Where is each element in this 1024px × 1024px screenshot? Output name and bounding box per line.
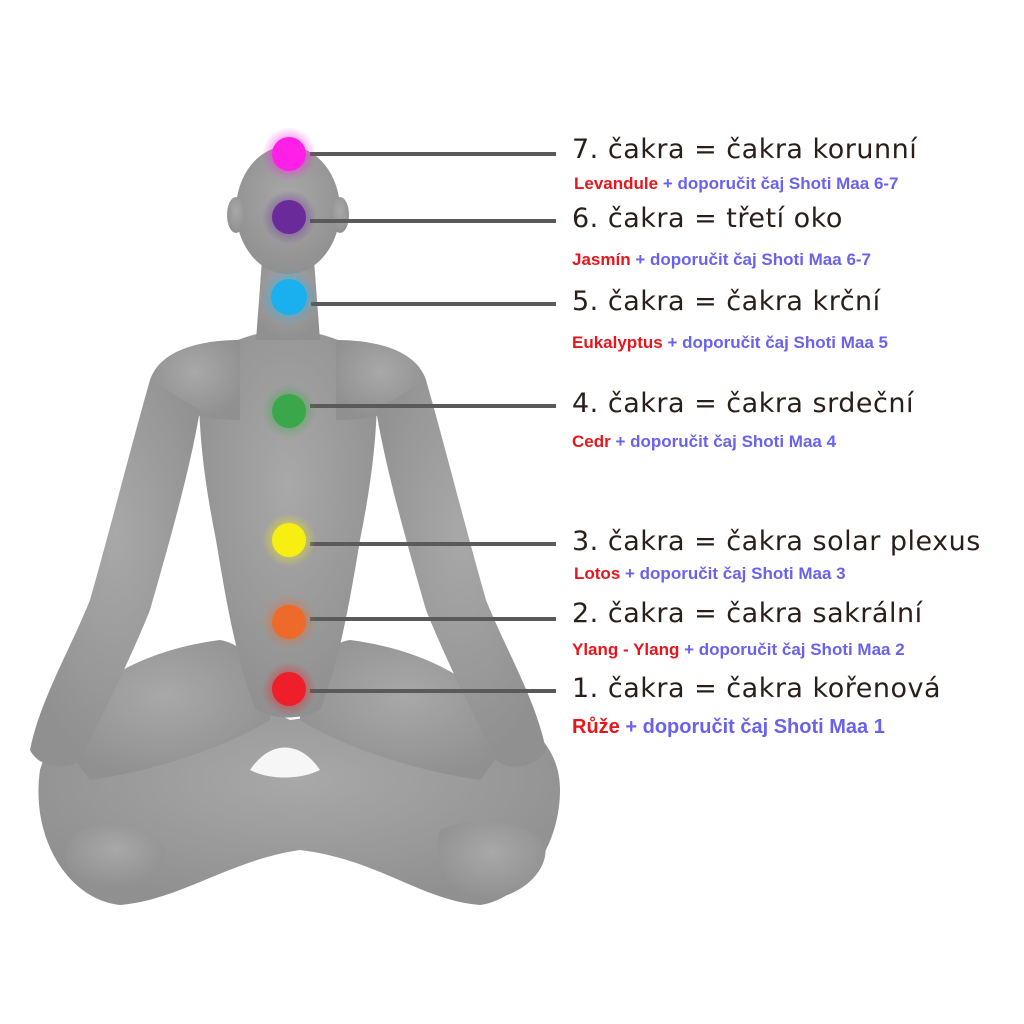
chakra-5-subtitle: Eukalyptus + doporučit čaj Shoti Maa 5 — [572, 333, 888, 353]
chakra-3-title: 3. čakra = čakra solar plexus — [572, 526, 981, 557]
chakra-1-subtitle: Růže + doporučit čaj Shoti Maa 1 — [572, 716, 885, 739]
connector-lines — [310, 152, 556, 693]
chakra-7-subtitle: Levandule + doporučit čaj Shoti Maa 6-7 — [574, 174, 899, 194]
chakra-3-dot — [272, 523, 306, 557]
chakra-6-subtitle: Jasmín + doporučit čaj Shoti Maa 6-7 — [572, 250, 871, 270]
chakra-2-title: 2. čakra = čakra sakrální — [572, 598, 923, 629]
chakra-2-recommendation: + doporučit čaj Shoti Maa 2 — [684, 640, 905, 659]
chakra-1-recommendation: + doporučit čaj Shoti Maa 1 — [625, 716, 885, 738]
chakra-6-recommendation: + doporučit čaj Shoti Maa 6-7 — [635, 250, 872, 269]
chakra-6-dot — [272, 200, 306, 234]
chakra-7-dot — [272, 137, 306, 171]
figure-silhouette — [30, 146, 560, 905]
chakra-7-title: 7. čakra = čakra korunní — [572, 134, 918, 165]
chakra-4-dot — [272, 394, 306, 428]
chakra-4-recommendation: + doporučit čaj Shoti Maa 4 — [615, 432, 837, 451]
chakra-7-recommendation: + doporučit čaj Shoti Maa 6-7 — [662, 174, 899, 193]
chakra-6-oil: Jasmín — [572, 250, 631, 269]
chakra-2-oil: Ylang - Ylang — [572, 640, 680, 659]
chakra-4-subtitle: Cedr + doporučit čaj Shoti Maa 4 — [572, 432, 836, 452]
chakra-2-subtitle: Ylang - Ylang + doporučit čaj Shoti Maa … — [572, 640, 905, 660]
chakra-5-oil: Eukalyptus — [572, 333, 663, 352]
chakra-7-oil: Levandule — [574, 174, 659, 193]
chakra-3-oil: Lotos — [574, 564, 621, 583]
chakra-3-subtitle: Lotos + doporučit čaj Shoti Maa 3 — [574, 564, 846, 584]
chakra-5-recommendation: + doporučit čaj Shoti Maa 5 — [667, 333, 889, 352]
chakra-3-recommendation: + doporučit čaj Shoti Maa 3 — [625, 564, 846, 583]
chakra-5-title: 5. čakra = čakra krční — [572, 286, 881, 317]
chakra-4-title: 4. čakra = čakra srdeční — [572, 388, 914, 419]
chakra-1-oil: Růže — [572, 716, 620, 738]
chakra-4-oil: Cedr — [572, 432, 611, 451]
chakra-6-title: 6. čakra = třetí oko — [572, 203, 843, 234]
chakra-1-title: 1. čakra = čakra kořenová — [572, 673, 942, 704]
chakra-1-dot — [272, 672, 306, 706]
chakra-5-dot — [271, 279, 307, 315]
chakra-2-dot — [272, 605, 306, 639]
chakra-dots — [261, 127, 317, 716]
